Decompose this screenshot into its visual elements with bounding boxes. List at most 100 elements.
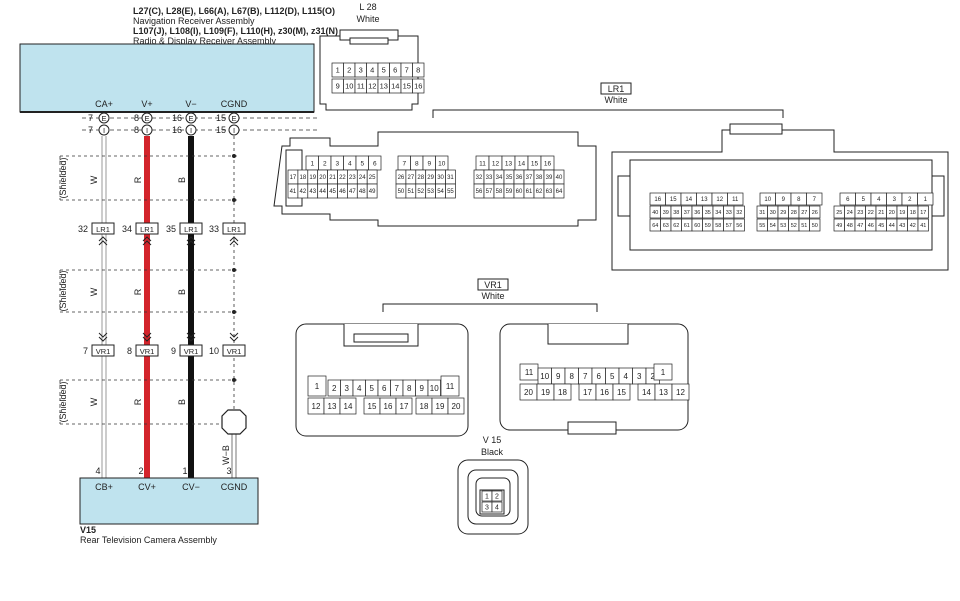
lr1-male-pin-label: 42 — [300, 189, 307, 195]
pin-letter: I — [233, 126, 235, 135]
lr1-junction-row: 32 LR1 34 LR1 35 LR1 33 LR1 — [78, 222, 246, 246]
lr1-male-pin-label: 44 — [319, 189, 326, 195]
lr1-male-pin-label: 25 — [369, 175, 376, 181]
lr1-female-pin-label: 55 — [759, 223, 765, 229]
lr1-male-pin-label: 36 — [516, 175, 523, 181]
bottom-pin: 4 — [95, 466, 100, 476]
lr1-female-pin-label: 38 — [673, 210, 679, 216]
lr1-male-pin-label: 16 — [544, 160, 552, 167]
lr1-female-pin-label: 61 — [684, 223, 690, 229]
l28-color: White — [356, 14, 379, 24]
lr1-male-pin-label: 18 — [300, 175, 307, 181]
vr1-pin-number: 10 — [209, 346, 219, 356]
lr1-pin-number: 33 — [209, 224, 219, 234]
lr1-female-pin-label: 33 — [726, 210, 732, 216]
lr1-male-pin-label: 63 — [546, 189, 553, 195]
vr1-left-pin-label: 15 — [368, 402, 377, 411]
lr1-female-pin-label: 46 — [868, 223, 874, 229]
pin-circle — [228, 124, 240, 136]
pin-letter: E — [144, 114, 149, 123]
lr1-pin-number: 32 — [78, 224, 88, 234]
component-code: V15 — [80, 525, 96, 535]
lr1-male-pin-label: 12 — [492, 160, 500, 167]
vr1-left-cell — [339, 397, 357, 415]
vr1-right-pin-label: 15 — [617, 388, 626, 397]
lr1-male-pin-label: 34 — [496, 175, 503, 181]
lr1-female-pin-label: 13 — [701, 197, 708, 203]
lr1-male-pin-label: 28 — [417, 175, 424, 181]
vr1-left-cell — [307, 375, 327, 397]
vr1-left-cell — [440, 375, 460, 397]
shielded-label: (Shielded) — [58, 270, 68, 311]
l28-pin-label: 5 — [382, 66, 386, 75]
lr1-female-pin-label: 23 — [857, 210, 863, 216]
lr1-male-cell — [553, 183, 565, 199]
v15-pin-label: 1 — [485, 493, 489, 500]
pin-circle — [228, 112, 240, 124]
pin-number: 16 — [172, 125, 182, 135]
vr1-left-pin-label: 16 — [384, 402, 393, 411]
wire-code-b: B — [177, 289, 187, 295]
vr1-right-pin-label: 10 — [540, 372, 549, 381]
lr1-male-pin-label: 26 — [398, 175, 405, 181]
vr1-left-pin-label: 7 — [395, 384, 400, 393]
terminal-label-v-minus: V− — [185, 99, 196, 109]
lr1-female-cell — [917, 218, 929, 232]
wire-code-w: W — [89, 397, 99, 406]
lr1-female-cell — [727, 192, 744, 206]
lr1-male-pin-label: 46 — [339, 189, 346, 195]
lr1-female-pin-label: 9 — [782, 197, 786, 203]
wire-code-r: R — [133, 176, 143, 183]
l28-pin-label: 8 — [416, 66, 420, 75]
lr1-female-pin-label: 32 — [736, 210, 742, 216]
component-name: Rear Television Camera Assembly — [80, 535, 217, 545]
l28-pin-label: 15 — [403, 82, 411, 91]
lr1-male-pin-label: 62 — [536, 189, 543, 195]
vr1-right-pin-label: 16 — [600, 388, 609, 397]
vr1-left-pin-label: 6 — [382, 384, 387, 393]
l28-pin-label: 12 — [368, 82, 376, 91]
lr1-male-pin-label: 35 — [506, 175, 513, 181]
lr1-female-pin-label: 34 — [715, 210, 721, 216]
pin-letter: E — [231, 114, 236, 123]
lr1-male-pin-label: 9 — [427, 160, 431, 167]
lr1-male-pin-label: 60 — [516, 189, 523, 195]
pin-circle — [141, 124, 153, 136]
lr1-female-pin-label: 8 — [797, 197, 801, 203]
vr1-right-pin-label: 2 — [651, 372, 656, 381]
vr1-bracket — [382, 303, 598, 312]
lr1-male-pin-label: 61 — [526, 189, 533, 195]
lr1-male-pin-label: 48 — [359, 189, 366, 195]
l28-cell — [412, 62, 425, 78]
vr1-right-pin-label: 3 — [637, 372, 642, 381]
vr1-right-pin-label: 11 — [525, 368, 534, 377]
lr1-female-cell — [809, 205, 821, 219]
pin-circle — [98, 112, 110, 124]
l28-pin-label: 9 — [336, 82, 340, 91]
lr1-bracket — [432, 109, 784, 118]
lr1-male-pin-label: 24 — [359, 175, 366, 181]
lr1-female-pin-label: 47 — [857, 223, 863, 229]
l28-pin-label: 3 — [359, 66, 363, 75]
vr1-pin-number: 9 — [171, 346, 176, 356]
vr1-pin-number: 7 — [83, 346, 88, 356]
lr1-tag: LR1 — [227, 225, 241, 234]
lr1-female-pin-label: 5 — [862, 197, 866, 203]
lr1-female-pin-label: 56 — [736, 223, 742, 229]
pin-number: 8 — [134, 125, 139, 135]
wire-color-codes: W R B W R B W R B W−B — [89, 175, 231, 465]
lr1-female-pin-label: 49 — [836, 223, 842, 229]
lr1-male-pin-label: 50 — [398, 189, 405, 195]
l28-cell — [412, 78, 425, 94]
vr1-left-cell — [395, 397, 413, 415]
vr1-left-cell — [447, 397, 465, 415]
l28-pin-label: 4 — [370, 66, 374, 75]
l28-pin-label: 13 — [380, 82, 388, 91]
v15-cell — [491, 490, 503, 502]
lr1-male-pin-label: 13 — [505, 160, 513, 167]
lr1-female-cell — [917, 192, 934, 206]
lr1-male-pin-label: 38 — [536, 175, 543, 181]
pin-letter: E — [188, 114, 193, 123]
